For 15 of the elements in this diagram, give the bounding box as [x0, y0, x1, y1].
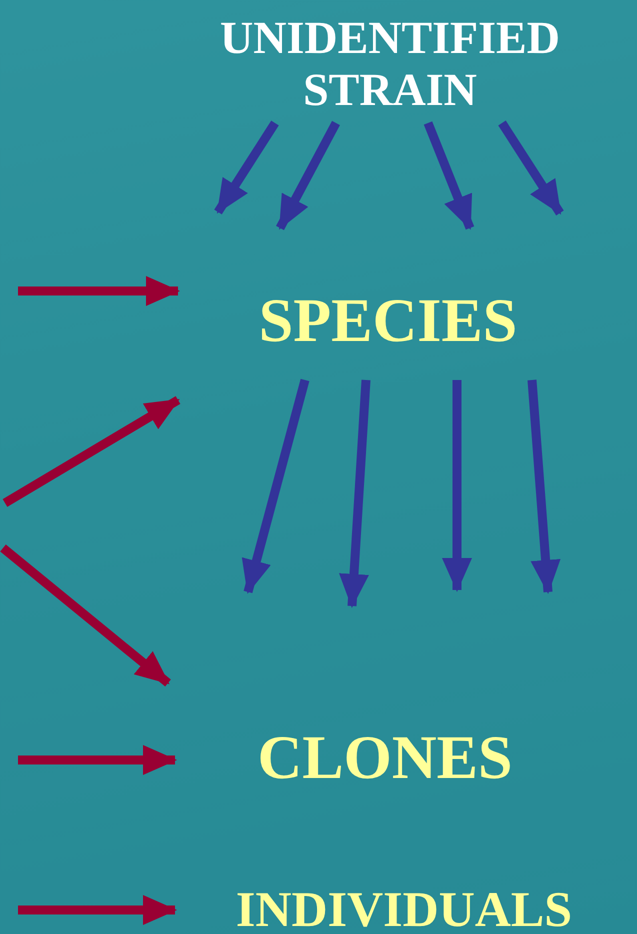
arrow: [442, 380, 472, 592]
arrow: [528, 380, 561, 594]
level-label: SPECIES: [258, 286, 518, 356]
arrow: [498, 120, 564, 216]
arrow: [276, 120, 340, 230]
level-label: INDIVIDUALS: [236, 884, 572, 934]
arrow: [18, 895, 177, 925]
arrow: [18, 745, 177, 775]
arrow: [242, 378, 310, 594]
arrow: [214, 120, 279, 214]
arrow: [339, 380, 370, 608]
level-label: UNIDENTIFIED STRAIN: [219, 12, 561, 116]
level-label: CLONES: [258, 723, 512, 793]
arrow: [424, 121, 474, 230]
arrow: [18, 276, 180, 306]
